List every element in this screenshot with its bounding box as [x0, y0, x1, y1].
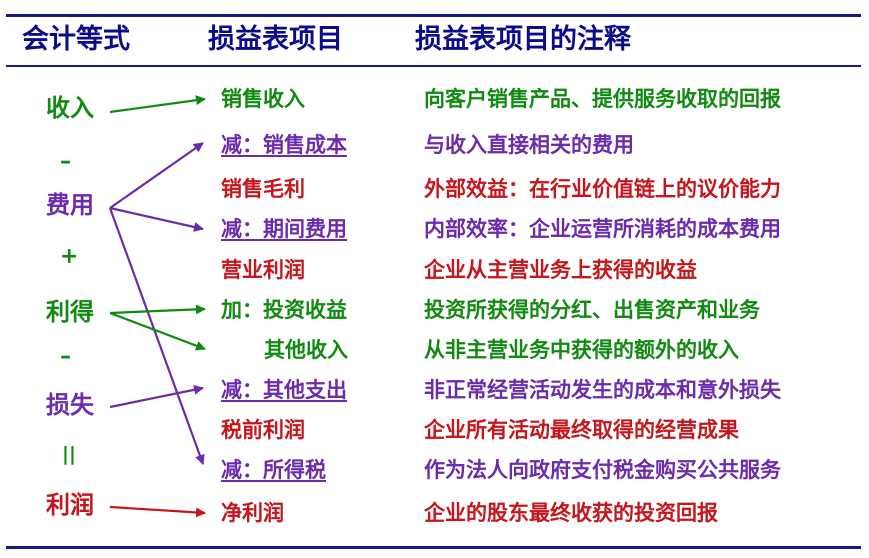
item-operating-profit: 营业利润 — [221, 258, 305, 282]
item-cost-of-sales: 减：销售成本 — [221, 133, 347, 157]
item-other-income: 其他收入 — [264, 338, 348, 362]
note-net-profit: 企业的股东最终收获的投资回报 — [424, 501, 718, 525]
note-gross-profit: 外部效益：在行业价值链上的议价能力 — [424, 177, 781, 201]
equation-minus-1: – — [60, 149, 71, 174]
header-rule — [6, 65, 861, 67]
item-other-expenses: 减：其他支出 — [221, 378, 347, 402]
arrow-gain-to-other-income — [109, 311, 206, 351]
note-other-income: 从非主营业务中获得的额外的收入 — [424, 338, 739, 362]
equation-gain: 利得 — [46, 298, 94, 326]
note-cost-of-sales: 与收入直接相关的费用 — [424, 133, 634, 157]
equation-loss: 损失 — [46, 391, 94, 419]
equation-revenue: 收入 — [46, 94, 94, 122]
item-gross-profit: 销售毛利 — [221, 177, 305, 201]
arrow-profit-to-net-profit — [109, 505, 206, 518]
note-other-expenses: 非正常经营活动发生的成本和意外损失 — [424, 378, 781, 402]
equation-equals: || — [62, 443, 76, 465]
item-investment-income: 加：投资收益 — [221, 298, 347, 322]
arrow-expense-to-income-tax — [108, 207, 205, 465]
arrow-expense-to-period-expenses — [109, 206, 204, 232]
equation-expense: 费用 — [46, 191, 94, 219]
item-income-tax: 减：所得税 — [221, 458, 326, 482]
note-investment-income: 投资所获得的分红、出售资产和业务 — [424, 298, 760, 322]
arrow-revenue-to-sales — [109, 95, 206, 114]
note-sales-revenue: 向客户销售产品、提供服务收取的回报 — [424, 87, 781, 111]
arrow-loss-to-other-expenses — [109, 384, 204, 409]
note-pretax-profit: 企业所有活动最终取得的经营成果 — [424, 418, 739, 442]
item-sales-revenue: 销售收入 — [221, 87, 305, 111]
note-income-tax: 作为法人向政府支付税金购买公共服务 — [424, 458, 781, 482]
item-pretax-profit: 税前利润 — [221, 418, 305, 442]
bottom-rule — [6, 546, 861, 549]
equation-profit: 利润 — [46, 491, 94, 519]
note-operating-profit: 企业从主营业务上获得的收益 — [424, 258, 697, 282]
equation-minus-2: – — [60, 344, 71, 369]
arrow-expense-to-cost-of-sales — [109, 142, 204, 209]
item-period-expenses: 减：期间费用 — [221, 217, 347, 241]
arrow-gain-to-investment-income — [109, 304, 206, 315]
equation-plus: + — [60, 244, 79, 269]
note-period-expenses: 内部效率：企业运营所消耗的成本费用 — [424, 217, 781, 241]
header-accounting-equation: 会计等式 — [22, 24, 130, 55]
item-net-profit: 净利润 — [221, 501, 284, 525]
top-rule — [6, 14, 861, 17]
header-income-items: 损益表项目 — [208, 24, 343, 55]
header-item-notes: 损益表项目的注释 — [415, 24, 631, 55]
